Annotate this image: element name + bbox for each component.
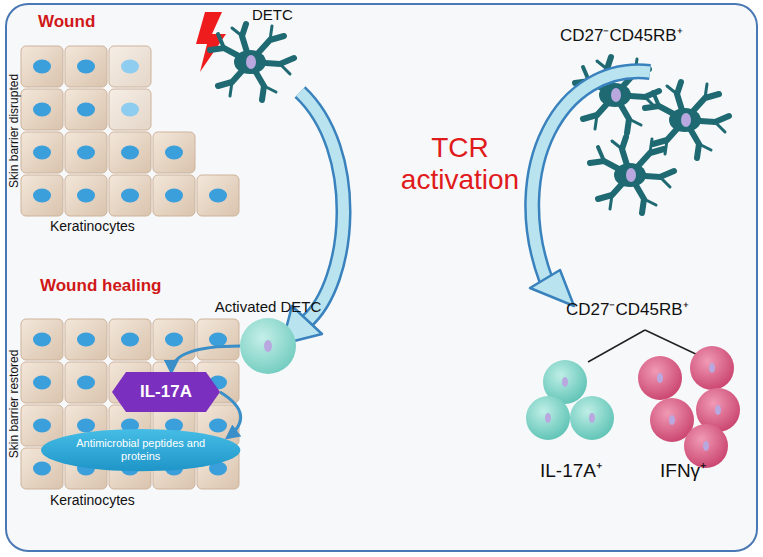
label: IL-17A⁺ — [540, 460, 602, 482]
bracket — [588, 330, 700, 362]
node-text: Activated DETC — [215, 298, 322, 315]
dendritic-cell — [645, 82, 729, 158]
label: IFNγ⁺ — [660, 460, 706, 482]
keratinocyte-grid — [21, 46, 239, 216]
ifng-cells — [638, 346, 740, 468]
label: DETC — [252, 6, 293, 23]
label: Wound — [38, 12, 95, 32]
label: Wound healing — [40, 276, 162, 296]
dendritic-cell — [210, 24, 294, 100]
node-text: Antimicrobial peptides and proteins — [75, 437, 207, 463]
cytokine-hexagon: IL-17A — [112, 372, 220, 412]
label: CD27⁻CD45RB⁺ — [566, 300, 689, 320]
label: Skin barrier restored — [8, 309, 22, 499]
tcr-arrow — [530, 71, 650, 306]
label: Keratinocytes — [50, 492, 135, 508]
label: CD27⁻CD45RB⁺ — [560, 26, 683, 46]
nucleus — [240, 318, 296, 374]
connector-arrow — [220, 392, 241, 438]
label: Skin barrier disrupted — [8, 36, 22, 226]
node-text: IL-17A — [140, 382, 192, 402]
activated-cell: Activated DETC — [240, 318, 296, 374]
connector-arrow — [171, 346, 240, 372]
frame — [6, 4, 757, 551]
label: TCR activation — [380, 132, 540, 196]
dendritic-cell — [590, 137, 674, 213]
il17-cells — [526, 360, 614, 440]
peptide-ellipse: Antimicrobial peptides and proteins — [40, 428, 241, 472]
label: Keratinocytes — [50, 218, 135, 234]
